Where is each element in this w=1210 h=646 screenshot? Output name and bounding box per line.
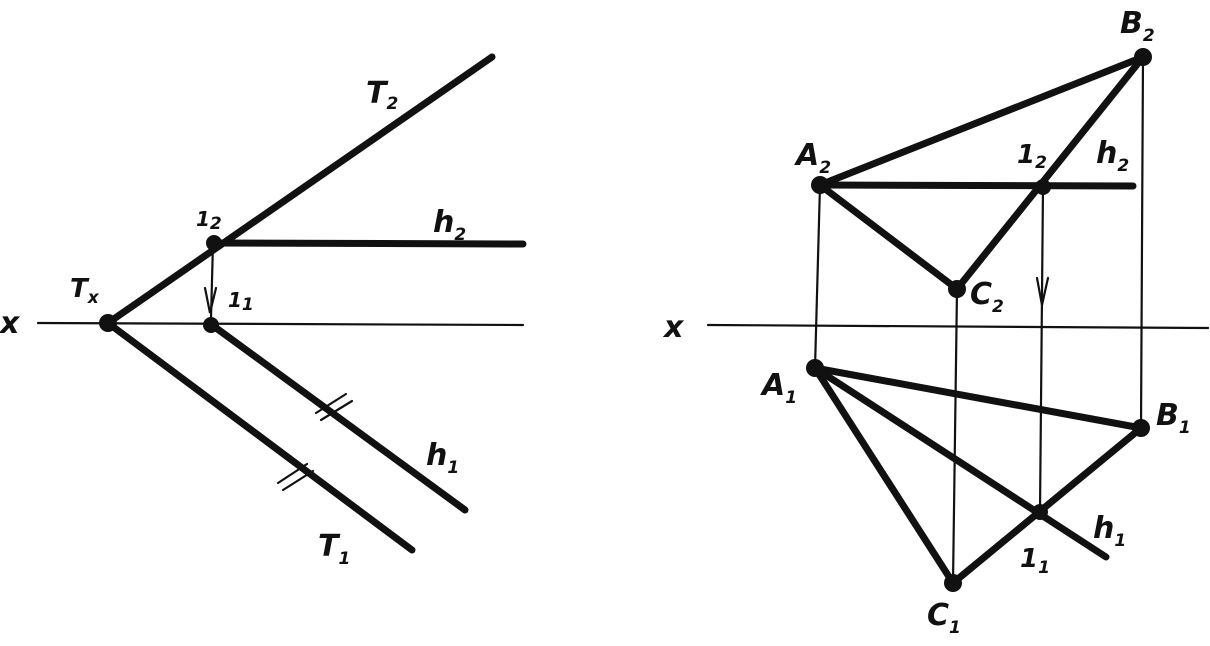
left-label-tx: Tx <box>70 274 100 308</box>
right-point-c2 <box>948 280 966 298</box>
right-line-h1 <box>811 364 1110 561</box>
right-label-c1: C1 <box>927 598 961 638</box>
left-trace-t1 <box>104 319 416 554</box>
right-label-h1: h1 <box>1093 511 1126 551</box>
left-label-t1: T1 <box>318 529 350 569</box>
right-label-c2: C2 <box>970 277 1004 317</box>
left-figure: x T2 h2 12 Tx 11 h1 T1 <box>0 53 527 569</box>
right-point-a1 <box>806 359 824 377</box>
right-projection-arrow <box>1035 276 1050 306</box>
right-point-1-1 <box>1032 504 1048 520</box>
left-trace-t2 <box>104 53 496 327</box>
left-line-h2 <box>211 239 527 248</box>
right-point-a2 <box>811 176 829 194</box>
right-edge-a1b1 <box>811 364 1145 432</box>
left-point-tx <box>99 314 117 332</box>
right-edge-b2c2 <box>953 53 1147 293</box>
right-edge-a1c1 <box>811 364 957 587</box>
left-label-h1: h1 <box>426 438 459 478</box>
right-connector-a <box>813 183 822 370</box>
right-label-a1: A1 <box>760 368 797 408</box>
right-edge-a2c2 <box>816 181 961 293</box>
right-x-label: x <box>662 310 685 345</box>
right-label-1-2: 12 <box>1017 140 1047 173</box>
right-x-axis <box>706 323 1210 330</box>
left-label-t2: T2 <box>366 76 398 114</box>
right-connector-1 <box>1038 185 1045 514</box>
right-line-h2 <box>816 181 1137 190</box>
right-point-c1 <box>944 574 962 592</box>
left-x-axis <box>36 321 525 327</box>
left-label-h2: h2 <box>433 205 466 245</box>
left-point-1-2 <box>206 235 222 251</box>
left-label-1-1: 11 <box>228 288 254 315</box>
right-connector-b <box>1139 55 1145 430</box>
right-label-a2: A2 <box>794 138 831 178</box>
right-label-1-1: 11 <box>1020 544 1050 578</box>
left-x-label: x <box>0 306 21 341</box>
left-parallel-marks <box>276 392 354 492</box>
right-connector-c <box>951 287 959 585</box>
left-label-1-2: 12 <box>196 207 222 234</box>
right-figure: x B2 A2 12 h2 C2 A1 B1 h1 11 C1 <box>662 6 1210 638</box>
right-point-b1 <box>1132 419 1150 437</box>
right-label-b1: B1 <box>1156 398 1191 438</box>
left-line-h1 <box>208 321 469 514</box>
right-edge-a2b2 <box>816 53 1147 189</box>
left-projection-arrow <box>203 286 218 314</box>
right-point-1-2 <box>1035 179 1051 195</box>
right-label-b2: B2 <box>1120 6 1155 46</box>
right-edge-b1c1 <box>949 424 1145 587</box>
right-point-b2 <box>1134 48 1152 66</box>
left-point-1-1 <box>203 317 219 333</box>
right-label-h2: h2 <box>1096 136 1129 176</box>
